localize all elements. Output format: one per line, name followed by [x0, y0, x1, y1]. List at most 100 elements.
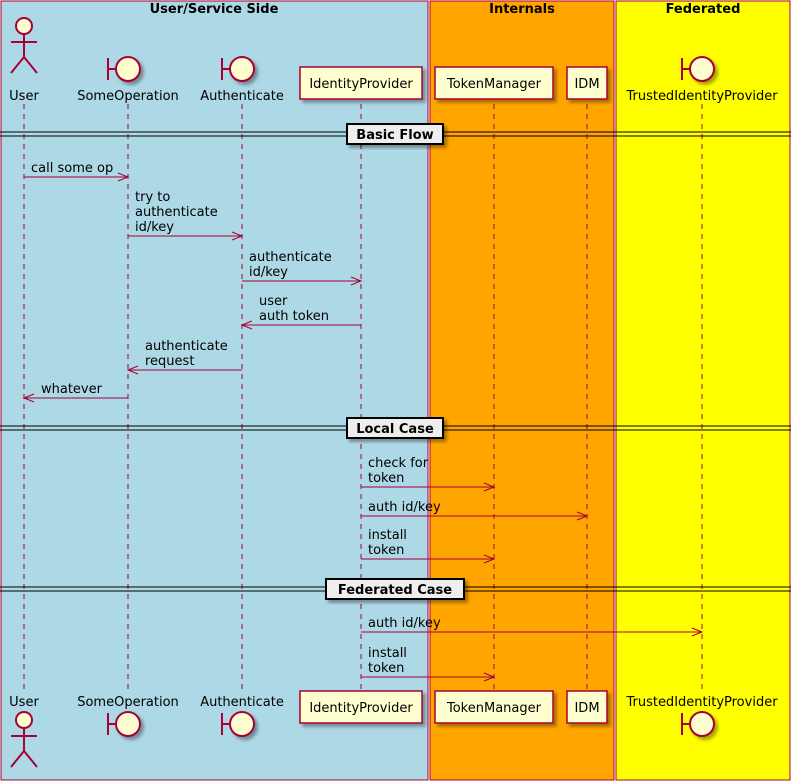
message-label: auth token [259, 309, 329, 324]
participant-label: User [9, 89, 39, 104]
participant-label: SomeOperation [77, 89, 179, 104]
participant-idp-bottom: IdentityProvider [299, 690, 423, 724]
participant-label: IDM [574, 77, 599, 92]
participant-box [299, 690, 423, 724]
message-label: id/key [249, 265, 288, 280]
message-label: user [259, 294, 288, 309]
box-title: Federated [666, 2, 741, 17]
participant-auth-bottom: Authenticate [200, 695, 284, 737]
boundary-icon [681, 56, 715, 82]
participant-label: IdentityProvider [309, 701, 413, 716]
divider: Local Case [0, 417, 791, 439]
message-label: auth id/key [368, 616, 441, 631]
participant-box [566, 66, 608, 100]
message: auth id/key [361, 616, 704, 637]
divider-label: Basic Flow [356, 128, 433, 143]
divider-label-box [346, 123, 444, 145]
participant-box [434, 66, 554, 100]
actor-icon [10, 17, 38, 74]
participant-label: TokenManager [446, 701, 542, 716]
divider-label-box [346, 417, 444, 439]
message-label: install [368, 528, 407, 543]
arrow-head-icon [231, 231, 244, 241]
participant-auth-top: Authenticate [200, 56, 284, 104]
boundary-icon [681, 711, 715, 737]
message-label: call some op [31, 161, 113, 176]
arrow-head-icon [483, 554, 496, 564]
message-label: token [368, 661, 404, 676]
message-label: id/key [135, 220, 174, 235]
participant-label: IDM [574, 701, 599, 716]
box-federated: Federated [615, 0, 791, 781]
divider: Basic Flow [0, 123, 791, 145]
message-label: whatever [41, 382, 103, 397]
participant-tip-top: TrustedIdentityProvider [625, 56, 778, 104]
arrow-head-icon [483, 482, 496, 492]
message-label: token [368, 471, 404, 486]
divider-label: Federated Case [338, 583, 452, 598]
participant-tm-bottom: TokenManager [434, 690, 554, 724]
arrow-head-icon [117, 172, 130, 182]
boundary-icon [221, 56, 255, 82]
message-label: try to [135, 190, 170, 205]
actor-icon [10, 711, 38, 768]
arrow-head-icon [350, 276, 363, 286]
message-label: install [368, 646, 407, 661]
box-federated-background [615, 0, 791, 781]
participant-label: Authenticate [200, 89, 284, 104]
message-label: authenticate [135, 205, 218, 220]
participant-someop-bottom: SomeOperation [77, 695, 179, 737]
arrow-head-icon [483, 672, 496, 682]
message-label: token [368, 543, 404, 558]
arrow-head-icon [240, 320, 253, 330]
boundary-icon [107, 711, 141, 737]
arrow-head-icon [691, 627, 704, 637]
divider-label-box [325, 578, 465, 600]
divider: Federated Case [0, 578, 791, 600]
participant-label: TokenManager [446, 77, 542, 92]
arrow-head-icon [22, 393, 35, 403]
participant-box [434, 690, 554, 724]
message: whatever [22, 382, 128, 403]
arrow-head-icon [576, 511, 589, 521]
message-label: authenticate [145, 339, 228, 354]
participant-label: Authenticate [200, 695, 284, 710]
divider-label: Local Case [356, 422, 434, 437]
participant-label: User [9, 695, 39, 710]
message-label: check for [368, 456, 429, 471]
message-label: auth id/key [368, 500, 441, 515]
participant-box [566, 690, 608, 724]
participant-label: IdentityProvider [309, 77, 413, 92]
participant-box [299, 66, 423, 100]
message: auth id/key [361, 500, 589, 521]
participant-user-bottom: User [9, 695, 39, 768]
message: call some op [24, 161, 130, 182]
box-title: User/Service Side [150, 2, 279, 17]
participant-someop-top: SomeOperation [77, 56, 179, 104]
participant-label: TrustedIdentityProvider [625, 89, 778, 104]
box-internals: Internals [429, 0, 615, 781]
message-label: authenticate [249, 250, 332, 265]
participant-tip-bottom: TrustedIdentityProvider [625, 695, 778, 737]
participant-idm-bottom: IDM [566, 690, 608, 724]
box-internals-background [429, 0, 615, 781]
message-label: request [145, 354, 194, 369]
participant-label: SomeOperation [77, 695, 179, 710]
participant-tm-top: TokenManager [434, 66, 554, 100]
participant-idm-top: IDM [566, 66, 608, 100]
boundary-icon [107, 56, 141, 82]
participant-idp-top: IdentityProvider [299, 66, 423, 100]
arrow-head-icon [126, 365, 139, 375]
participant-user-top: User [9, 17, 39, 104]
box-title: Internals [489, 2, 555, 17]
participant-label: TrustedIdentityProvider [625, 695, 778, 710]
boundary-icon [221, 711, 255, 737]
